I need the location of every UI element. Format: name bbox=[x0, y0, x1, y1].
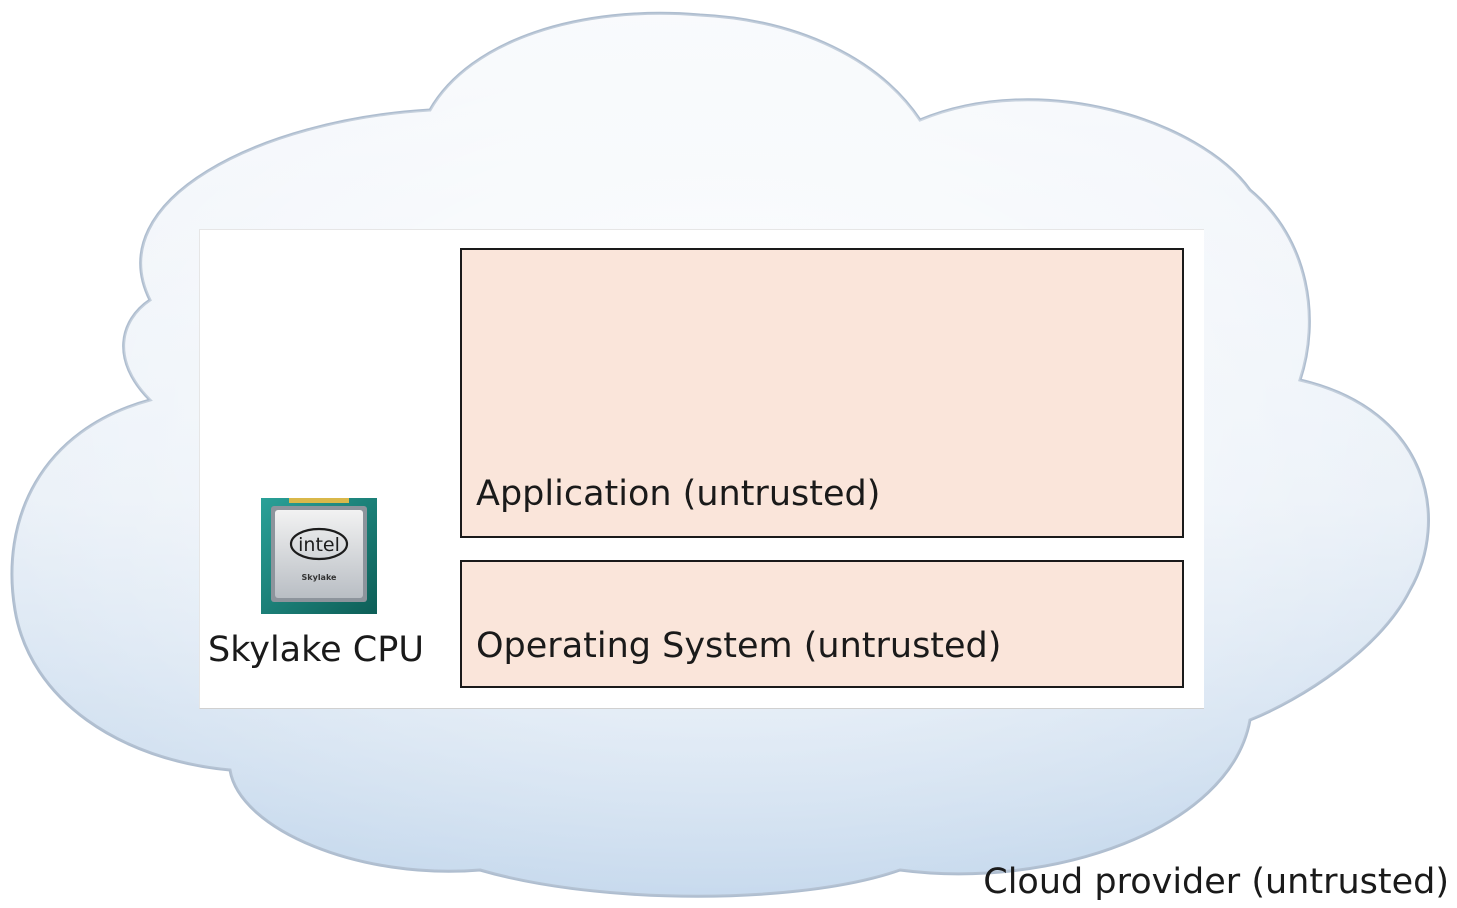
cpu-chip-icon: intel Skylake bbox=[261, 498, 377, 614]
chip-model-text: Skylake bbox=[302, 573, 338, 582]
application-layer-label: Application (untrusted) bbox=[476, 474, 881, 514]
cloud-provider-label: Cloud provider (untrusted) bbox=[983, 862, 1449, 902]
operating-system-layer: Operating System (untrusted) bbox=[460, 560, 1184, 688]
application-layer: Application (untrusted) bbox=[460, 248, 1184, 538]
chip-brand-text: intel bbox=[298, 534, 340, 556]
operating-system-layer-label: Operating System (untrusted) bbox=[476, 626, 1002, 666]
cpu-label: Skylake CPU bbox=[208, 630, 424, 670]
